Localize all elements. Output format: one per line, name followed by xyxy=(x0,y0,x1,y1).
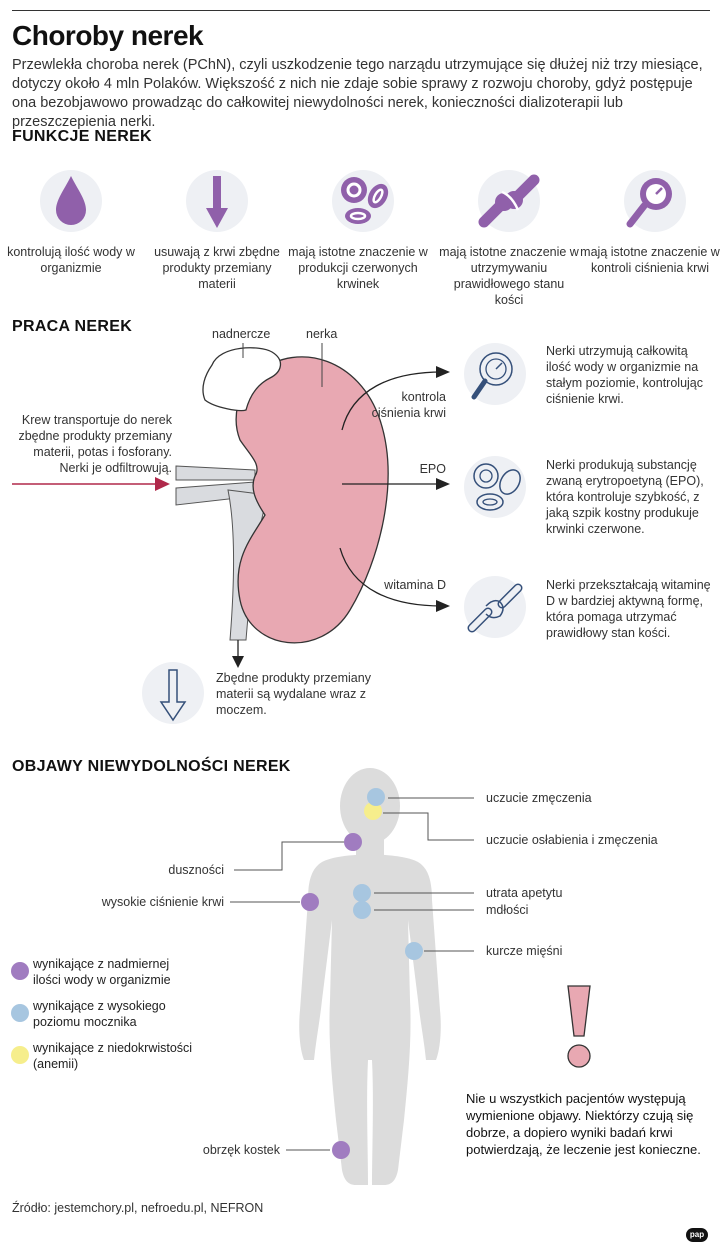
blood-pressure-gauge-icon xyxy=(471,352,513,400)
lead-paragraph: Przewlekła choroba nerek (PChN), czyli u… xyxy=(12,57,703,130)
symptom-label: uczucie osłabienia i zmęczenia xyxy=(486,833,658,847)
symptom-dot-water xyxy=(301,893,319,911)
symptom-label: wysokie ciśnienie krwi xyxy=(101,895,224,909)
output-icon-circle xyxy=(464,576,526,638)
function-icon-circle xyxy=(624,170,686,232)
function-label: mają istotne znaczenie w kontroli ciśnie… xyxy=(580,245,720,275)
down-arrow-icon xyxy=(206,176,228,228)
legend-label: wynikające z nadmiernej ilości wody w or… xyxy=(33,957,171,987)
adrenal-gland xyxy=(202,347,282,412)
symptom-label: uczucie zmęczenia xyxy=(486,791,592,805)
symptom-dot-urea xyxy=(353,884,371,902)
output-label: kontrola ciśnienia krwi xyxy=(371,390,446,420)
kidney-shape xyxy=(235,356,389,644)
function-icon-circle xyxy=(332,170,394,232)
legend-label: wynikające z wysokiego poziomu mocznika xyxy=(33,999,166,1029)
legend-swatch-urea xyxy=(11,1004,29,1022)
exclamation-icon xyxy=(567,985,591,1037)
symptom-label: utrata apetytu xyxy=(486,886,563,900)
function-label: usuwają z krwi zbędne produkty przemiany… xyxy=(154,245,280,291)
down-arrow-icon xyxy=(159,669,187,722)
symptom-label: kurcze mięśni xyxy=(486,944,563,958)
symptoms-note: Nie u wszystkich pacjentów występują wym… xyxy=(466,1091,701,1157)
symptom-dot-anemia xyxy=(364,802,382,820)
output-description: Nerki przekształcają witaminę D w bardzi… xyxy=(546,578,711,640)
blood-in-arrowhead xyxy=(155,477,170,491)
symptom-dot-water xyxy=(332,1141,350,1159)
symptoms-heading: OBJAWY NIEWYDOLNOŚCI NEREK xyxy=(12,758,291,775)
function-icon-circle xyxy=(186,170,248,232)
source-line: Źródło: jestemchory.pl, nefroedu.pl, NEF… xyxy=(12,1201,264,1215)
blood-pressure-gauge-icon xyxy=(626,178,672,228)
adrenal-label: nadnercze xyxy=(212,327,271,341)
water-drop-icon xyxy=(56,176,86,225)
symptom-label: mdłości xyxy=(486,903,529,917)
symptom-label: duszności xyxy=(168,863,224,877)
output-description: Nerki produkują substancję zwaną erytrop… xyxy=(546,458,704,536)
output-label: EPO xyxy=(419,462,446,476)
symptom-label: obrzęk kostek xyxy=(202,1143,280,1157)
output-label: witamina D xyxy=(384,578,446,592)
kidney-label: nerka xyxy=(306,327,338,341)
bone-joint-icon xyxy=(467,583,523,633)
waste-icon-circle xyxy=(142,662,204,724)
legend-swatch-water xyxy=(11,962,29,980)
function-icon-circle xyxy=(478,170,540,232)
output-icon-circle xyxy=(464,456,526,518)
symptom-dot-urea xyxy=(353,901,371,919)
waste-text: Zbędne produkty przemiany materii są wyd… xyxy=(216,671,371,717)
function-label: mają istotne znaczenie w produkcji czerw… xyxy=(288,245,428,291)
function-label: kontrolują ilość wody w organizmie xyxy=(7,245,135,275)
work-heading: PRACA NEREK xyxy=(12,318,133,335)
blood-cells-icon xyxy=(473,463,521,511)
output-icon-circle xyxy=(464,343,526,405)
top-rule xyxy=(12,10,710,11)
bone-joint-icon xyxy=(478,174,540,228)
pap-logo: pap xyxy=(686,1228,708,1242)
legend-swatch-anemia xyxy=(11,1046,29,1064)
legend-label: wynikające z niedokrwistości (anemii) xyxy=(33,1041,193,1071)
function-label: mają istotne znaczenie w utrzymywaniu pr… xyxy=(439,245,579,307)
page-title: Choroby nerek xyxy=(12,20,204,51)
symptom-dot-water xyxy=(344,833,362,851)
human-silhouette xyxy=(299,768,441,1185)
symptom-dot-urea xyxy=(405,942,423,960)
output-description: Nerki utrzymują całkowitą ilość wody w o… xyxy=(546,344,704,406)
blood-cells-icon xyxy=(341,177,389,224)
functions-heading: FUNKCJE NEREK xyxy=(12,128,152,145)
symptom-dot-urea xyxy=(367,788,385,806)
blood-in-text: Krew transportuje do nerek zbędne produk… xyxy=(18,413,172,475)
function-icon-circle xyxy=(40,170,102,232)
